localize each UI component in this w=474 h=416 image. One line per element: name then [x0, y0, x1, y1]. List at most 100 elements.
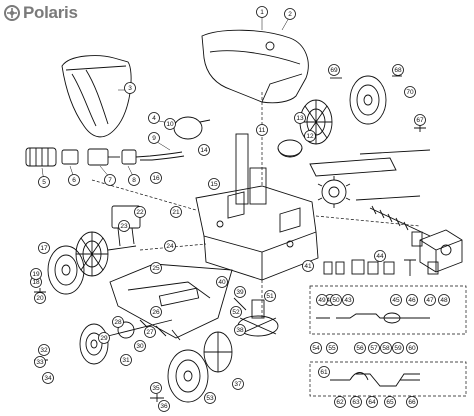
callout-3: 3	[124, 82, 136, 94]
callout-69: 69	[328, 64, 340, 76]
callout-53: 53	[204, 392, 216, 404]
callout-circle	[264, 290, 276, 302]
callout-26: 26	[150, 306, 162, 318]
callout-number: 54	[312, 345, 320, 352]
main-frame-part	[195, 133, 319, 281]
callout-20: 20	[34, 292, 46, 304]
callout-number: 56	[356, 345, 364, 352]
callout-10: 10	[164, 118, 176, 130]
callout-number: 58	[382, 345, 390, 352]
callout-51: 51	[264, 290, 276, 302]
callout-circle	[150, 172, 162, 184]
callout-number: 45	[392, 297, 400, 304]
callout-46: 46	[406, 294, 418, 306]
callout-circle	[330, 294, 342, 306]
callout-6: 6	[68, 174, 80, 186]
callout-number: 1	[260, 9, 264, 16]
callout-number: 46	[408, 297, 416, 304]
callout-circle	[350, 396, 362, 408]
callout-number: 19	[32, 271, 40, 278]
callout-circle	[316, 294, 328, 306]
small-parts-inset	[316, 259, 439, 387]
callout-43: 43	[342, 294, 354, 306]
callout-number: 34	[44, 375, 52, 382]
callout-47: 47	[424, 294, 436, 306]
callout-circle	[34, 356, 46, 368]
callout-number: 53	[206, 395, 214, 402]
callout-number: 40	[218, 279, 226, 286]
callout-58: 58	[380, 342, 392, 354]
callout-number: 13	[296, 115, 304, 122]
callout-circle	[318, 366, 330, 378]
callout-circle	[406, 294, 418, 306]
callout-number: 59	[394, 345, 402, 352]
callout-54: 54	[310, 342, 322, 354]
callout-36: 36	[158, 400, 170, 412]
callout-number: 35	[152, 385, 160, 392]
assembly-centerlines	[91, 92, 467, 397]
callout-number: 60	[408, 345, 416, 352]
callout-circle	[38, 176, 50, 188]
callout-17: 17	[38, 242, 50, 254]
callout-number: 51	[266, 293, 274, 300]
callout-23: 23	[118, 220, 130, 232]
callout-number: 57	[370, 345, 378, 352]
callout-circle	[284, 8, 296, 20]
callout-circle	[120, 354, 132, 366]
callout-number: 66	[408, 399, 416, 406]
callout-circle	[414, 114, 426, 126]
callout-number: 20	[36, 295, 44, 302]
callout-2: 2	[284, 8, 296, 20]
callout-circle	[198, 144, 210, 156]
callout-57: 57	[368, 342, 380, 354]
callout-number: 65	[386, 399, 394, 406]
callout-37: 37	[232, 378, 244, 390]
callout-56: 56	[354, 342, 366, 354]
callout-number: 11	[259, 127, 266, 134]
callout-circle	[366, 396, 378, 408]
hose-assembly-part	[25, 116, 211, 167]
callout-7: 7	[104, 174, 116, 186]
callout-55: 55	[326, 342, 338, 354]
callout-14: 14	[198, 144, 210, 156]
callout-9: 9	[148, 132, 160, 144]
callout-circle	[98, 332, 110, 344]
callout-64: 64	[366, 396, 378, 408]
callout-circle	[170, 206, 182, 218]
callout-circle	[392, 64, 404, 76]
callout-circle	[148, 132, 160, 144]
callout-circle	[134, 206, 146, 218]
callout-70: 70	[404, 86, 416, 98]
callout-44: 44	[374, 250, 386, 262]
left-rear-wheels	[79, 319, 233, 403]
brand-name: Polaris	[23, 3, 78, 22]
callout-circle	[164, 118, 176, 130]
callout-67: 67	[414, 114, 426, 126]
callout-28: 28	[112, 316, 124, 328]
callout-circle	[208, 178, 220, 190]
callout-41: 41	[302, 260, 314, 272]
callout-13: 13	[294, 112, 306, 124]
callout-circle	[310, 342, 322, 354]
callout-circle	[328, 64, 340, 76]
callout-number: 36	[160, 403, 168, 410]
turbine-part	[233, 297, 279, 337]
filter-bag-part	[61, 55, 132, 138]
top-cover-part	[201, 29, 309, 104]
callout-number: 33	[36, 359, 44, 366]
callout-circle	[30, 268, 42, 280]
callout-number: 27	[146, 329, 154, 336]
callout-circle	[34, 292, 46, 304]
callout-circle	[230, 306, 242, 318]
callout-circle	[406, 342, 418, 354]
callout-number: 6	[72, 177, 76, 184]
callout-5: 5	[38, 176, 50, 188]
callout-number: 37	[234, 381, 242, 388]
callout-number: 32	[40, 347, 48, 354]
callout-circle	[384, 396, 396, 408]
callout-59: 59	[392, 342, 404, 354]
callout-circle	[424, 294, 436, 306]
callout-40: 40	[216, 276, 228, 288]
